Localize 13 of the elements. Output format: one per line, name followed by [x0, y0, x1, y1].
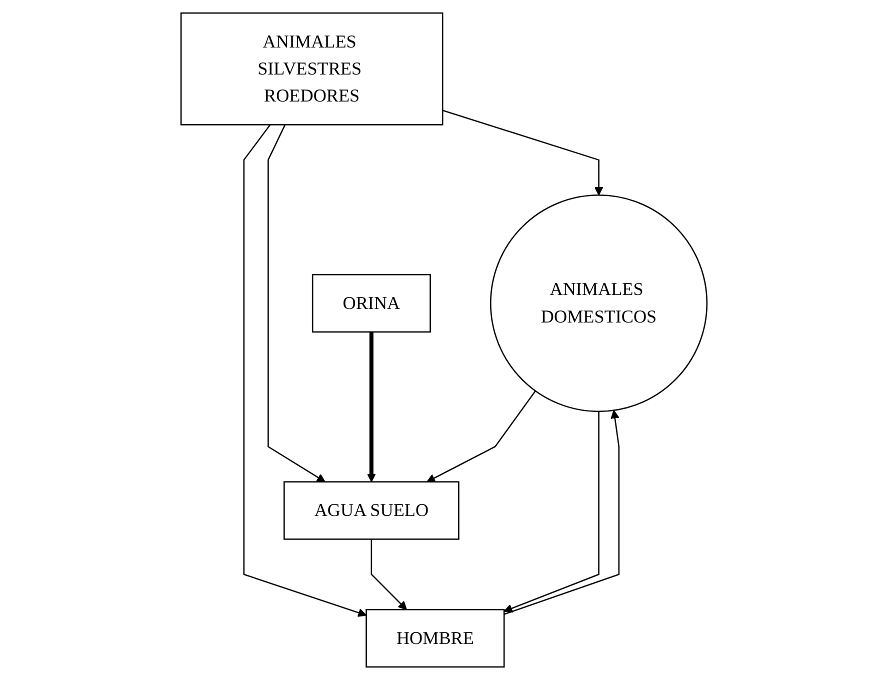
arrow: [370, 539, 407, 610]
arrow: [442, 110, 604, 196]
node-box: HOMBRE: [366, 608, 505, 668]
arrow: [367, 332, 376, 482]
arrow: [426, 390, 536, 482]
node-box: ORINA: [312, 274, 431, 333]
node-box: AGUA SUELO: [284, 481, 460, 540]
arrow: [268, 124, 326, 482]
arrow: [243, 124, 367, 617]
node-box: ANIMALES SILVESTRES ROEDORES: [180, 12, 444, 126]
arrow: [504, 411, 600, 613]
arrow: [504, 410, 620, 615]
node-circle: ANIMALES DOMESTICOS: [490, 194, 708, 412]
